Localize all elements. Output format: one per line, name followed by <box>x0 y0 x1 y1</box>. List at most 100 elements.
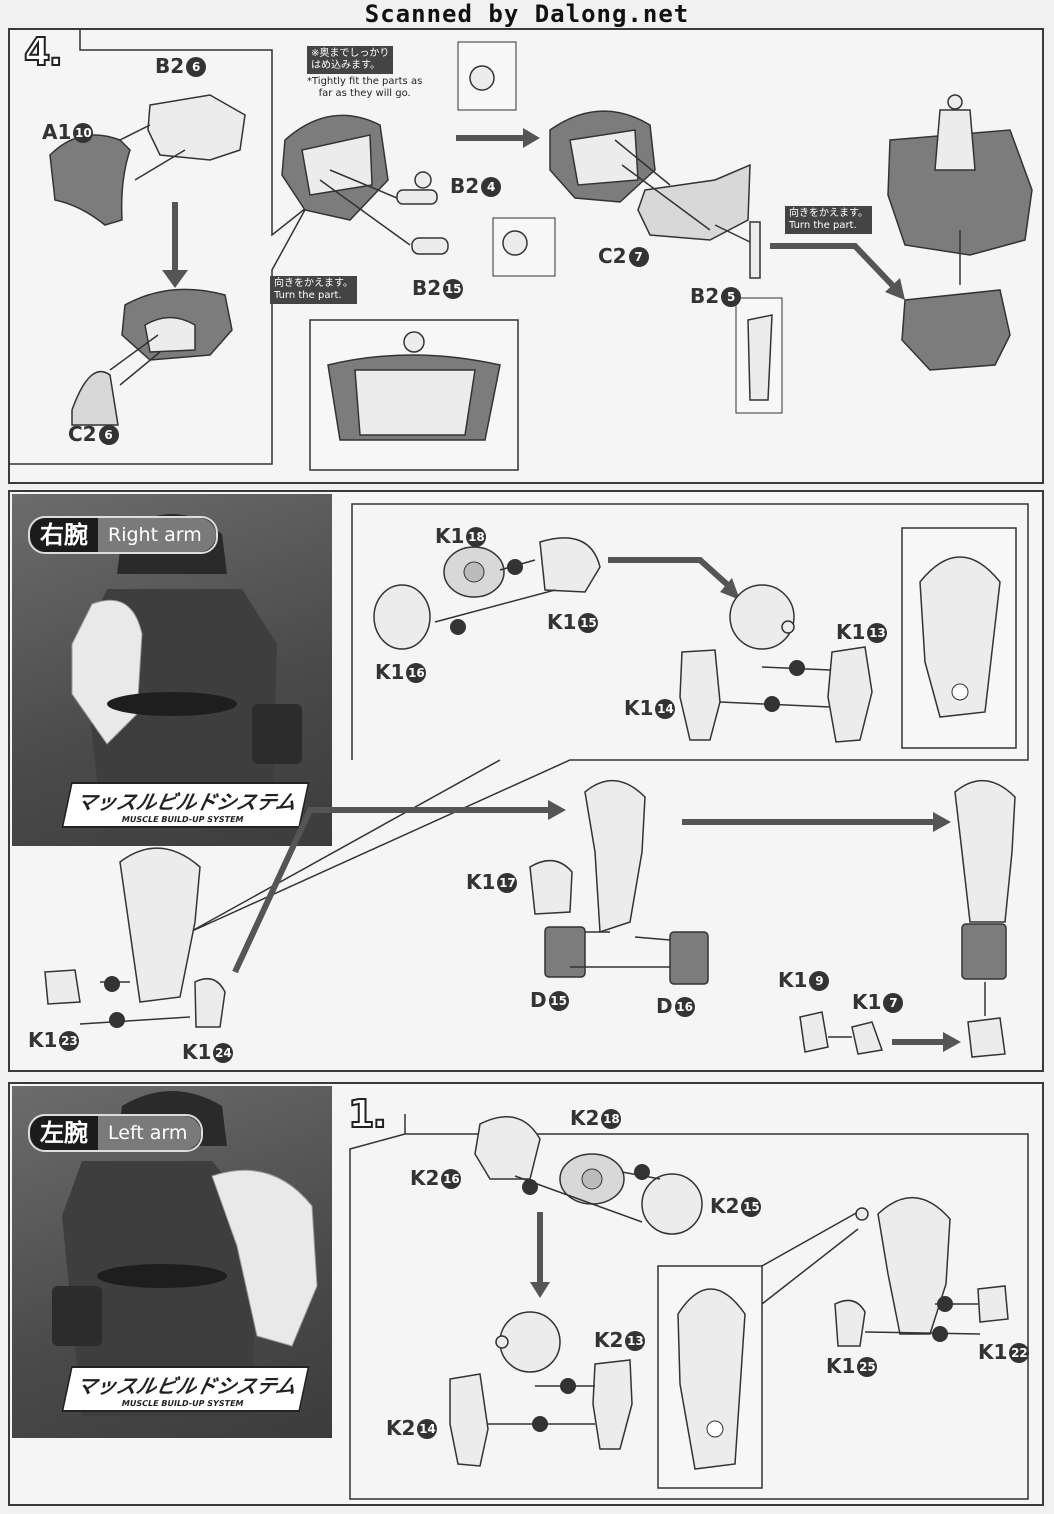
title-jp: 右腕 <box>30 518 98 552</box>
figure-left-arm-shape <box>211 1169 318 1347</box>
part-collar-inner-shape <box>144 316 196 353</box>
part-c2-7-shape <box>637 163 751 241</box>
note-turn-2: 向きをかえます。 Turn the part. <box>785 206 872 234</box>
part-code: K1 <box>182 1040 212 1064</box>
arrow-head-icon <box>530 1282 550 1298</box>
step-circle-icon <box>560 1378 576 1394</box>
step4-drawing <box>10 30 1033 471</box>
note-turn-jp: 向きをかえます。 Turn the part. <box>270 276 357 304</box>
arrow-head-icon <box>943 1032 961 1052</box>
arrow-icon <box>621 164 711 231</box>
left-arm-title: 左腕 Left arm <box>28 1114 204 1152</box>
part-code: K1 <box>978 1340 1008 1364</box>
step-circle-icon: 15 <box>741 1197 762 1217</box>
part-k1-7-shape <box>851 1021 884 1055</box>
figure-wristband-shape <box>252 704 302 764</box>
part-code: B2 <box>155 54 185 78</box>
part-code: K1 <box>375 660 405 684</box>
step-circle-icon: 10 <box>73 123 94 143</box>
part-k1-16-shape <box>373 584 431 650</box>
arrow-icon <box>608 557 733 590</box>
part-code: D <box>530 988 547 1012</box>
step-circle-icon <box>937 1296 953 1312</box>
scan-watermark: Scanned by Dalong.net <box>364 0 690 28</box>
step-circle-icon <box>789 660 805 676</box>
part-code: D <box>656 994 673 1018</box>
step-circle-icon: 7 <box>628 247 649 267</box>
part-code: C2 <box>68 422 97 446</box>
part-k1-17-shape <box>529 859 573 915</box>
part-d16-shape <box>669 931 709 985</box>
part-k1-9-shape <box>799 1011 829 1053</box>
step-circle-icon: 15 <box>443 279 464 299</box>
arrow-icon <box>119 351 161 386</box>
step-circle-icon: 13 <box>867 623 888 643</box>
note-fit-jp: ※奥までしっかり はめ込みます。 <box>307 46 394 74</box>
arrow-head-icon <box>548 800 566 820</box>
part-k1-25-shape <box>834 1299 866 1347</box>
arrow-icon <box>109 334 159 371</box>
part-upper-arm-shape <box>877 1197 951 1335</box>
part-code: K1 <box>826 1354 856 1378</box>
part-code: K1 <box>836 620 866 644</box>
part-k1-24-shape <box>194 977 226 1028</box>
arrow-icon <box>714 224 751 243</box>
zoom-collar-inner-shape <box>354 369 476 436</box>
part-code: K1 <box>624 696 654 720</box>
arrow-icon <box>770 243 898 291</box>
arrow-icon <box>329 169 398 199</box>
part-torso-full-shape <box>887 129 1033 256</box>
zoom-hole-icon <box>706 1420 724 1438</box>
part-c2-6-shape <box>71 370 119 426</box>
part-k1-23-shape <box>44 969 81 1005</box>
step-circle-icon: 6 <box>186 57 207 77</box>
arrow-head-icon <box>720 578 740 600</box>
title-jp: 左腕 <box>30 1116 98 1150</box>
step-circle-icon <box>532 1416 548 1432</box>
part-shoulder-ball-shape <box>781 620 795 634</box>
step-circle-icon: 14 <box>655 699 676 719</box>
arrow-icon <box>434 589 556 623</box>
step-circle-icon: 16 <box>441 1169 462 1189</box>
step-circle-icon: 15 <box>578 613 599 633</box>
part-code: K2 <box>594 1328 624 1352</box>
part-code: A1 <box>42 120 72 144</box>
step-circle-icon: 16 <box>674 997 695 1017</box>
part-k1-13-shape <box>827 646 873 743</box>
part-shoulder-assembled-shape <box>729 584 795 650</box>
step-circle-icon: 9 <box>809 971 830 991</box>
part-code: B2 <box>450 174 480 198</box>
part-code: K1 <box>547 610 577 634</box>
part-code: B2 <box>412 276 442 300</box>
step-circle-icon: 22 <box>1009 1343 1030 1363</box>
step-circle-icon: 24 <box>213 1043 234 1063</box>
note-turn-jp-text: 向きをかえます。 <box>274 278 353 289</box>
part-d15-shape <box>544 926 586 978</box>
part-code: K1 <box>435 524 465 548</box>
note-turn-jp-text: 向きをかえます。 <box>789 208 868 219</box>
part-code: K2 <box>410 1166 440 1190</box>
right-arm-title: 右腕 Right arm <box>28 516 218 554</box>
arrow-icon <box>634 936 671 941</box>
part-k2-18-hole-icon <box>581 1168 603 1190</box>
arrow-icon <box>79 1016 191 1025</box>
part-code: K1 <box>778 968 808 992</box>
figure-torso-shape <box>62 1161 257 1416</box>
step-circle-icon <box>764 696 780 712</box>
arrow-icon <box>134 149 186 181</box>
part-hand-result-shape <box>967 1017 1006 1058</box>
part-k2-13-shape <box>592 1359 633 1450</box>
step-circle-icon <box>522 1179 538 1195</box>
